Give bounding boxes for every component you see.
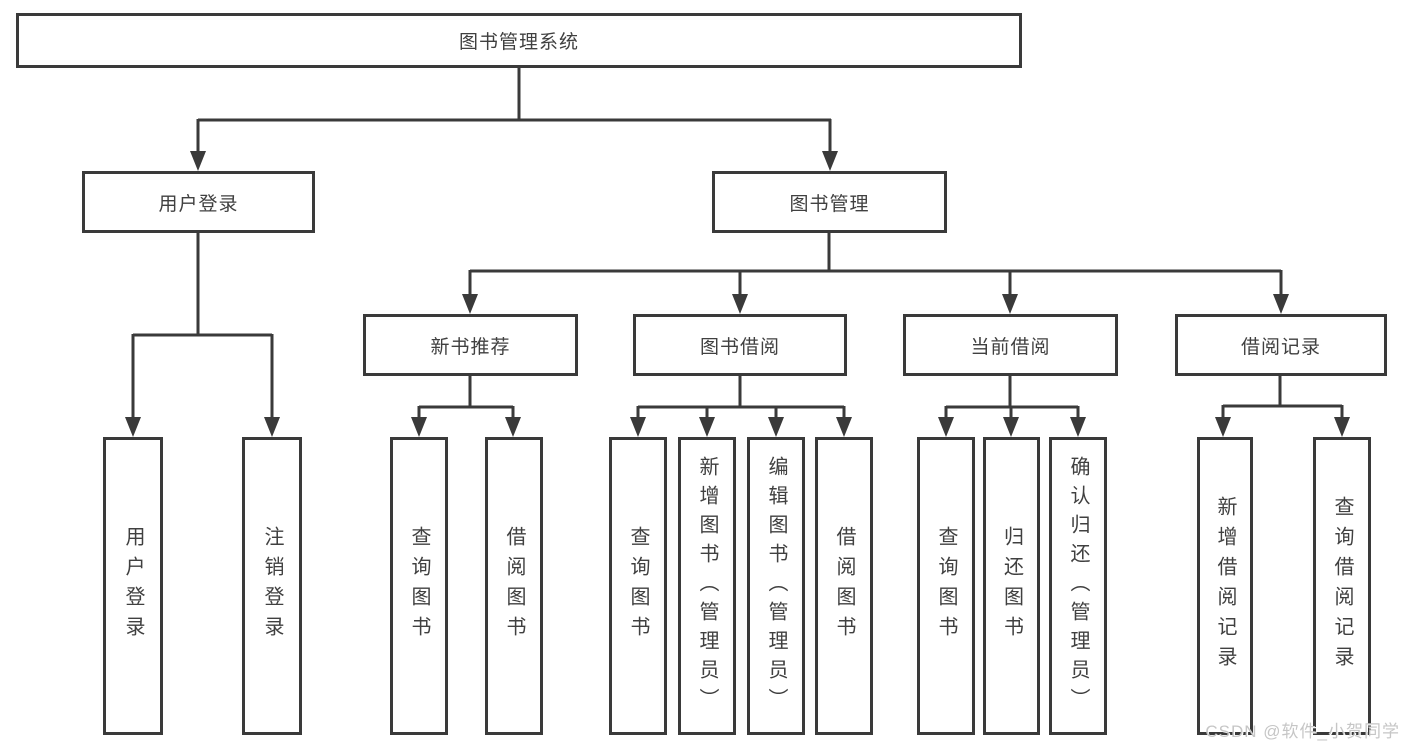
node-library-system: 图书管理系统 — [16, 13, 1022, 68]
connector-shafts — [131, 67, 1344, 419]
leaf-label: 查询借阅记录 — [1331, 496, 1353, 676]
leaf-edit-books-admin: 编辑图书（管理员） — [747, 437, 805, 735]
leaf-borrow-books-2: 借阅图书 — [815, 437, 873, 735]
leaf-label: 新增借阅记录 — [1214, 496, 1236, 676]
leaf-query-borrow-record: 查询借阅记录 — [1313, 437, 1371, 735]
leaf-label: 注销登录 — [261, 526, 283, 646]
leaf-label: 借阅图书 — [833, 526, 855, 646]
leaf-user-login: 用户登录 — [103, 437, 163, 735]
leaf-label: 新增图书（管理员） — [696, 455, 718, 717]
node-borrow-records: 借阅记录 — [1175, 314, 1387, 376]
leaf-confirm-return-admin: 确认归还（管理员） — [1049, 437, 1107, 735]
node-book-borrow: 图书借阅 — [633, 314, 847, 376]
node-new-book-recommend: 新书推荐 — [363, 314, 578, 376]
leaf-return-books: 归还图书 — [983, 437, 1040, 735]
leaf-label: 查询图书 — [627, 526, 649, 646]
csdn-watermark: CSDN @软件_小贺同学 — [1205, 722, 1400, 741]
leaf-label: 查询图书 — [408, 526, 430, 646]
connector-arrowheads — [125, 151, 1350, 437]
leaf-label: 查询图书 — [935, 526, 957, 646]
leaf-label: 用户登录 — [122, 526, 144, 646]
leaf-query-books-3: 查询图书 — [917, 437, 975, 735]
leaf-query-books-2: 查询图书 — [609, 437, 667, 735]
leaf-borrow-books-1: 借阅图书 — [485, 437, 543, 735]
leaf-label: 归还图书 — [1000, 526, 1023, 646]
leaf-add-books-admin: 新增图书（管理员） — [678, 437, 736, 735]
leaf-logout: 注销登录 — [242, 437, 302, 735]
leaf-label: 借阅图书 — [503, 526, 525, 646]
leaf-query-books-1: 查询图书 — [390, 437, 448, 735]
node-user-login-module: 用户登录 — [82, 171, 315, 233]
node-book-management: 图书管理 — [712, 171, 947, 233]
leaf-label: 确认归还（管理员） — [1067, 455, 1089, 717]
leaf-label: 编辑图书（管理员） — [765, 455, 787, 717]
leaf-add-borrow-record: 新增借阅记录 — [1197, 437, 1253, 735]
node-current-borrow: 当前借阅 — [903, 314, 1118, 376]
